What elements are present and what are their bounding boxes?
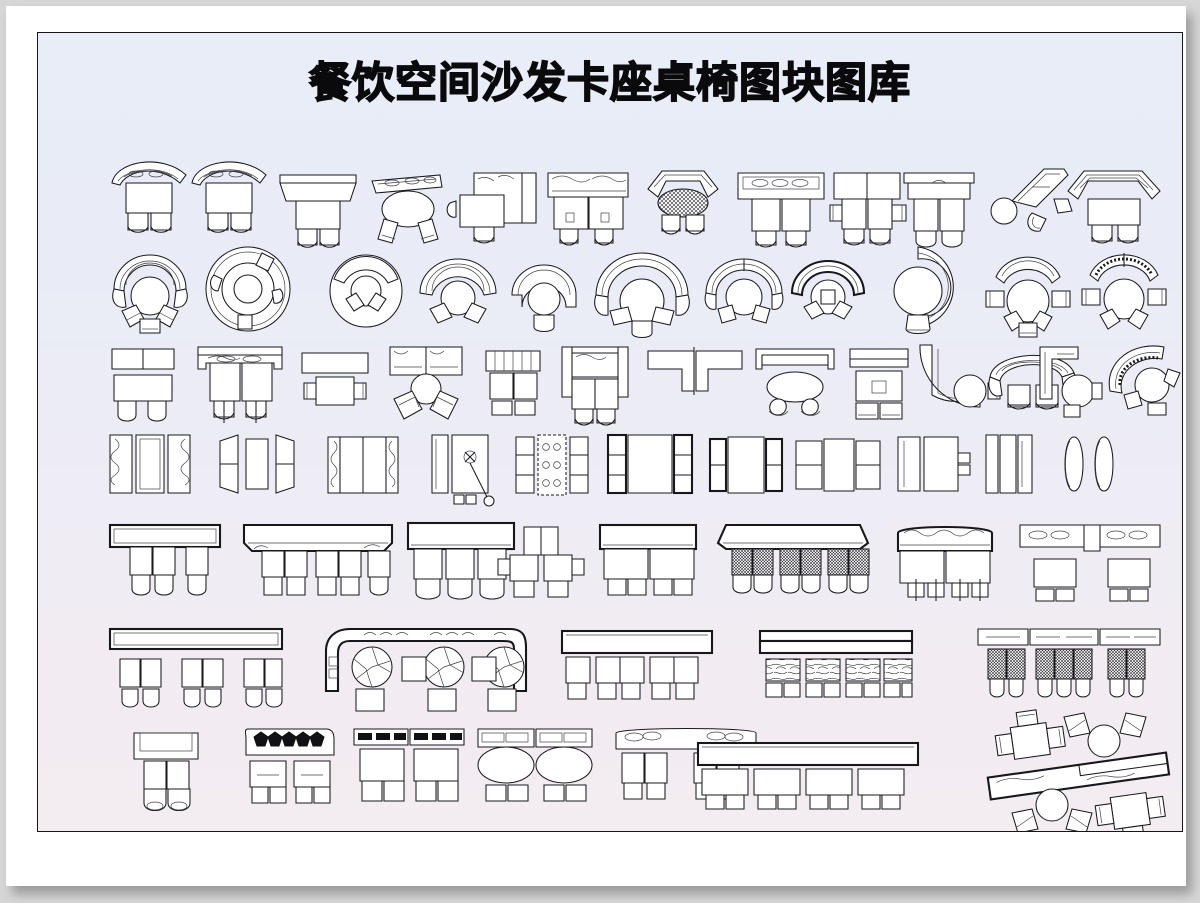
block-quarter-curve-sofa-round-table [920, 345, 1000, 407]
block-double-bench-rect-table [112, 349, 174, 421]
row-5-blocks [108, 521, 1160, 601]
block-single-booth-table-two-chairs [134, 733, 198, 811]
block-facing-l-sofas-divider [648, 347, 742, 395]
block-circular-booth-pod [206, 247, 290, 331]
block-long-banquette-five-tables [242, 523, 394, 595]
block-bench-two-tables-round-chairs [904, 173, 974, 247]
block-banquette-dark-cushions [246, 729, 335, 803]
block-curved-back-sofa-round-table-b [1109, 346, 1180, 415]
block-angled-restaurant-layout [986, 707, 1171, 831]
block-facing-booth-pair-wide-table [328, 437, 398, 493]
block-corner-l-sofa-square-table [447, 173, 536, 243]
block-straight-bench-rect-table [280, 175, 356, 247]
block-narrow-booth-pair-center-table [708, 437, 784, 493]
block-facing-booth-pair-tufted [110, 435, 190, 493]
block-double-line-banquette-marble-tables [758, 629, 914, 697]
block-booth-pair-with-lamp [432, 435, 494, 506]
page-title: 餐饮空间沙发卡座桌椅图块图库 [308, 57, 911, 108]
block-double-back-sofa-four-chairs [830, 173, 906, 245]
block-bench-oval-table-stools [756, 349, 834, 416]
block-long-wall-banquette-six-tables [108, 627, 284, 707]
row-2-blocks [113, 247, 1166, 338]
block-long-banquette-four-tables-eight-chairs [696, 741, 920, 809]
block-wall-bench-two-tables [198, 347, 282, 423]
block-arc-banquette-three-chairs-b [705, 259, 783, 323]
row-3-blocks [112, 345, 1180, 425]
block-curved-back-booth-b [192, 162, 266, 232]
block-angled-banquette-six-hatched [716, 523, 870, 593]
block-long-bench-two-tables [738, 173, 824, 247]
block-banquette-two-oval-tables [478, 729, 592, 801]
block-long-banquette-seven-tables [560, 629, 714, 699]
block-curved-l-banquette-round-tables [324, 627, 528, 711]
block-bench-square-table-side-chairs [302, 353, 368, 405]
block-half-round-banquette-two-chairs [420, 259, 496, 323]
row-7-blocks [134, 707, 1171, 831]
block-hexagon-sofa-hatched-table [648, 171, 718, 234]
block-curved-back-booth-a [112, 162, 186, 232]
block-booth-pair-divided-cushions [796, 439, 880, 491]
block-booth-pair-split-table [606, 433, 694, 495]
block-wall-banquette-three-wide [406, 521, 516, 599]
block-booth-pair-six-settings [516, 435, 588, 495]
block-wall-banquette-three-tables [108, 523, 222, 595]
block-island-banquette-four-tables [498, 527, 584, 597]
block-long-banquette-two-tables-four-chairs [598, 523, 698, 595]
block-half-round-booth-square-table [790, 260, 866, 319]
block-angled-bench-round-table [372, 175, 442, 243]
cad-block-library-canvas [38, 33, 1183, 831]
block-bench-table-two-chairs-b [850, 349, 908, 419]
block-round-table-four-chairs-arc-bench [986, 257, 1070, 337]
poster: 餐饮空间沙发卡座桌椅图块图库 [37, 32, 1183, 832]
row-4-blocks [110, 433, 1113, 506]
block-angled-corner-sofa-round-table [991, 169, 1072, 231]
block-curved-booth-round-table-chairs [989, 355, 1076, 409]
block-full-ring-booth [894, 247, 953, 334]
cad-blocks-svg [108, 33, 1183, 831]
block-facing-booth-pair-tapered [220, 435, 294, 493]
block-semicircular-booth-three-chairs [113, 255, 188, 333]
block-horseshoe-banquette-one-chair [512, 265, 576, 332]
block-double-booth-detailed-tops [562, 347, 628, 425]
block-sectional-banquette-hatched-cushions [978, 629, 1160, 697]
block-c-shape-sofa-round-table [1040, 347, 1102, 417]
block-circular-booth-ring [330, 255, 402, 327]
row-6-blocks [108, 627, 1160, 711]
block-round-table-hatched-arc-bench [1082, 253, 1166, 329]
block-double-sided-counter-four-tables [1020, 525, 1160, 601]
block-tufted-banquette-two-tables [896, 525, 994, 601]
paper-sheet: 餐饮空间沙发卡座桌椅图块图库 [6, 6, 1186, 886]
block-double-booth-two-tables [548, 173, 628, 245]
block-wide-arc-banquette-three-chairs [595, 253, 690, 338]
block-striped-bench-table-chairs [486, 351, 540, 415]
block-booth-pair-plant-narrow-table [986, 435, 1032, 493]
block-two-seat-sofa-round-table-armchairs [390, 347, 462, 419]
block-wide-hexagon-booth [1068, 171, 1160, 243]
row-1-blocks [112, 162, 1160, 247]
block-oval-booth-pair-rounded [1065, 437, 1113, 491]
block-booth-pair-side-console [898, 437, 970, 491]
block-double-wall-bench-two-tables [354, 729, 464, 801]
